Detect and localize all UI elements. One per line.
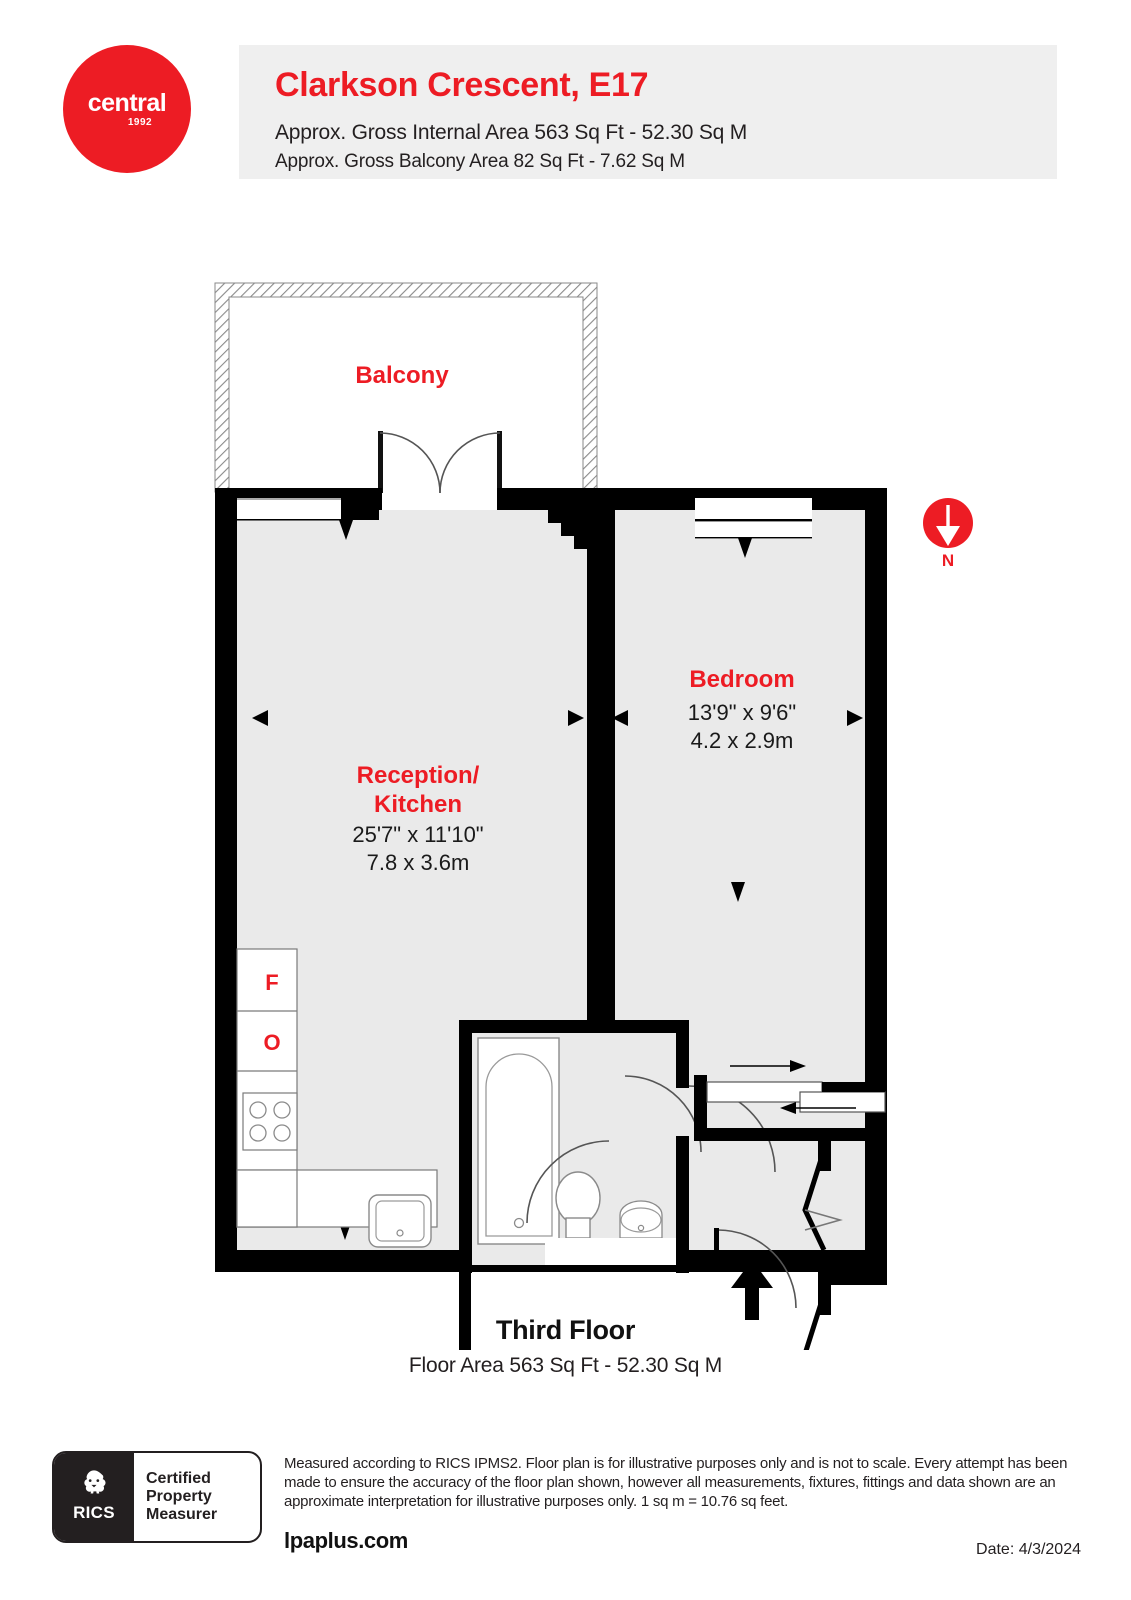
logo-wordmark: central [87, 88, 167, 117]
compass: N [923, 498, 973, 570]
floor-area: Floor Area 563 Sq Ft - 52.30 Sq M [408, 1354, 723, 1377]
bifold-cupboard-lower [803, 1285, 831, 1350]
bath-icon [477, 1037, 560, 1245]
wardrobe-marker [731, 882, 745, 902]
toilet-icon [555, 1171, 601, 1239]
bedroom-dim-metric: 4.2 x 2.9m [691, 728, 794, 753]
plan-date: Date: 4/3/2024 [976, 1541, 1081, 1558]
kitchen-sink-icon [368, 1194, 432, 1248]
disclaimer-text: Measured according to RICS IPMS2. Floor … [284, 1455, 1068, 1511]
fridge-label: F [265, 970, 278, 995]
dimension-arrows [252, 710, 863, 726]
bedroom-dim-imperial: 13'9" x 9'6" [688, 700, 796, 725]
page-title: Clarkson Crescent, E17 [275, 66, 649, 104]
gross-internal-area-text: Approx. Gross Internal Area 563 Sq Ft - … [275, 121, 748, 144]
rics-mark: RICS [54, 1453, 134, 1541]
header: central 1992 Clarkson Crescent, E17 Appr… [0, 0, 1131, 220]
window-marker-bedroom [738, 538, 752, 558]
rics-certified-badge: RICS Certified Property Measurer [52, 1451, 262, 1543]
floor-name: Third Floor [495, 1315, 636, 1345]
bedroom-label: Bedroom 13'9" x 9'6" 4.2 x 2.9m [688, 666, 796, 753]
rics-wordmark: RICS [73, 1503, 115, 1522]
site-url[interactable]: lpaplus.com [284, 1528, 408, 1553]
compass-arrowhead [936, 526, 960, 546]
reception-kitchen-dim-metric: 7.8 x 3.6m [367, 850, 470, 875]
balcony-french-doors [378, 431, 502, 494]
rics-certification-text: Certified Property Measurer [134, 1453, 260, 1541]
logo-year: 1992 [127, 116, 153, 128]
wash-basin-icon [619, 1200, 663, 1239]
sliding-wardrobe [694, 1060, 886, 1141]
rics-lion-icon [84, 1470, 106, 1494]
reception-kitchen-name-line2: Kitchen [374, 791, 462, 818]
reception-kitchen-dim-imperial: 25'7" x 11'10" [352, 822, 483, 847]
reception-kitchen-name-line1: Reception/ [357, 762, 480, 789]
central-logo: central 1992 [63, 45, 191, 173]
rics-line-2: Property [146, 1487, 212, 1505]
entrance-arrow [731, 1260, 773, 1320]
hob-icon-4ring [242, 1092, 298, 1151]
bifold-cupboard-upper [802, 1141, 887, 1285]
header-band: Clarkson Crescent, E17 Approx. Gross Int… [239, 45, 1057, 179]
floor-plan: Balcony [0, 220, 1131, 1350]
bedroom-name: Bedroom [689, 666, 794, 693]
kitchen-units: F O [236, 948, 438, 1228]
oven-label: O [263, 1030, 280, 1055]
footer: RICS Certified Property Measurer Measure… [0, 1440, 1131, 1600]
bathroom-walls [459, 1020, 689, 1273]
gross-balcony-area-text: Approx. Gross Balcony Area 82 Sq Ft - 7.… [275, 151, 685, 172]
compass-north-label: N [942, 551, 954, 570]
reception-kitchen-label: Reception/ Kitchen 25'7" x 11'10" 7.8 x … [352, 762, 483, 875]
floor-caption: Third Floor Floor Area 563 Sq Ft - 52.30… [0, 1315, 1131, 1378]
bathroom-lower-strip [545, 1238, 676, 1265]
balcony-label: Balcony [355, 362, 449, 389]
rics-line-3: Measurer [146, 1506, 218, 1524]
balcony-area: Balcony [214, 282, 598, 494]
window-marker-reception [339, 520, 353, 540]
rics-line-1: Certified [146, 1469, 211, 1487]
